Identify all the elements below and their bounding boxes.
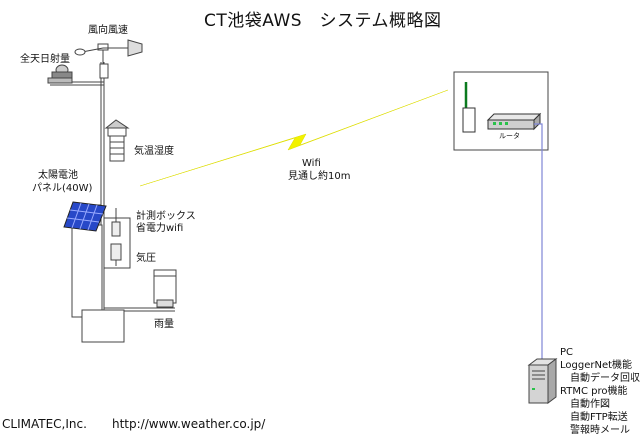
rain-gauge-icon (153, 269, 177, 308)
label-solar-panel-2: パネル(40W) (32, 183, 93, 194)
label-logger-box-2: 省電力wifi (136, 223, 184, 234)
label-router: ルータ (499, 132, 520, 140)
mast-base (71, 224, 125, 343)
pc-item: 自動データ回収 (570, 373, 640, 384)
network-cable (534, 123, 543, 360)
footer-company: CLIMATEC,Inc. (2, 417, 87, 431)
pc-item: 警報時メール (570, 425, 630, 436)
wifi-bolt-icon (139, 89, 449, 187)
label-radiation: 全天日射量 (20, 54, 70, 65)
label-pressure: 気圧 (136, 253, 156, 264)
label-wifi-2: 見通し約10m (288, 171, 351, 182)
label-wind: 風向風速 (88, 25, 128, 36)
pc-item: LoggerNet機能 (560, 360, 633, 371)
pyranometer-icon (47, 64, 73, 84)
label-temp-humidity: 気温湿度 (134, 146, 174, 157)
radiation-shield-icon (104, 119, 130, 162)
pc-item: RTMC pro機能 (560, 386, 628, 397)
pc-description: PC LoggerNet機能 自動データ回収 RTMC pro機能 自動作図 自… (560, 346, 640, 437)
barometer-icon (110, 243, 122, 266)
router-icon (486, 112, 542, 131)
anemometer-icon (74, 39, 143, 79)
pc-label: PC (560, 347, 574, 358)
label-rain: 雨量 (154, 319, 174, 330)
footer-url[interactable]: http://www.weather.co.jp/ (112, 417, 266, 431)
solar-panel-icon (63, 201, 107, 232)
label-solar-panel-1: 太陽電池 (38, 170, 78, 181)
pc-item: 自動FTP転送 (570, 412, 628, 423)
pc-tower-icon (527, 358, 558, 404)
pc-item: 自動作図 (570, 399, 610, 410)
label-logger-box-1: 計測ボックス (136, 211, 196, 222)
wireless-node-icon (462, 82, 476, 133)
diagram-title: CT池袋AWS システム概略図 (204, 11, 442, 31)
label-wifi-1: Wifi (302, 158, 321, 169)
